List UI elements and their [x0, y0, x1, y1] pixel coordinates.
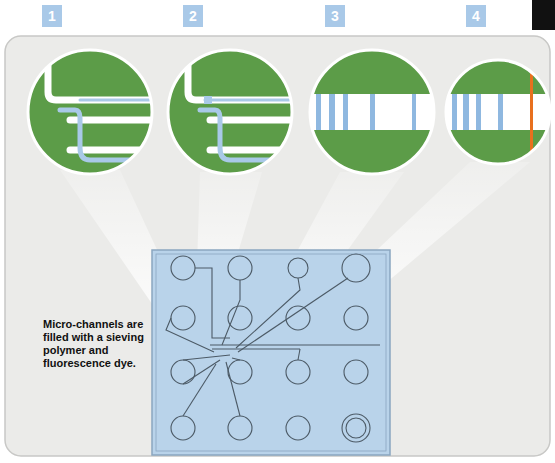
number-squares [42, 5, 486, 27]
callout-number: 3 [325, 5, 345, 27]
panel [5, 36, 550, 456]
note-text: Micro-channels are filled with a sieving… [43, 318, 148, 370]
zoom-circle-3 [300, 50, 450, 174]
callout-number: 4 [466, 5, 486, 27]
corner-block [532, 0, 555, 30]
callout-number: 1 [42, 5, 62, 27]
callout-number: 2 [183, 5, 203, 27]
zoom-circle-1 [28, 50, 160, 174]
zoom-circle-2 [168, 50, 300, 174]
zoom-circle-4 [440, 56, 555, 168]
chip [152, 250, 390, 455]
